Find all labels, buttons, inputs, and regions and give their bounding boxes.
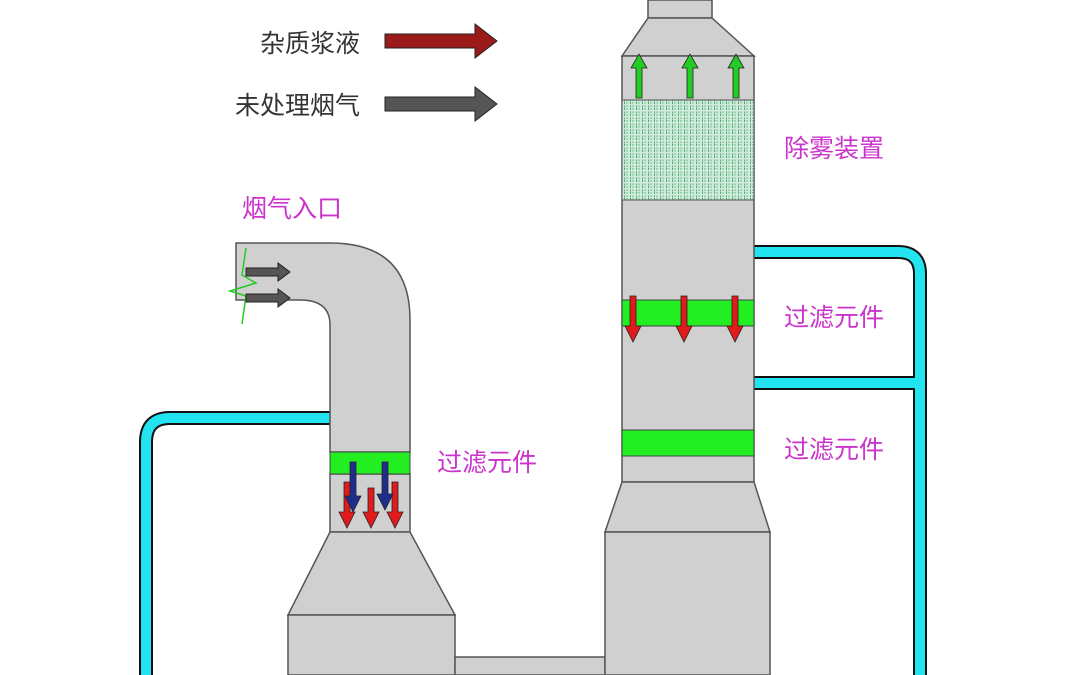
up-arrow-icon bbox=[681, 53, 699, 99]
connecting-duct bbox=[454, 656, 606, 675]
filter-upper-label: 过滤元件 bbox=[784, 303, 884, 332]
left-tower-base bbox=[287, 614, 456, 675]
legend-raw-gas-label: 未处理烟气 bbox=[235, 91, 360, 120]
slurry-arrow-icon bbox=[384, 22, 498, 60]
up-arrow-icon bbox=[727, 53, 745, 99]
inlet-break-line bbox=[227, 247, 258, 325]
slurry-down-arrow-icon bbox=[376, 461, 394, 511]
legend-slurry-label: 杂质浆液 bbox=[260, 29, 360, 58]
down-arrow-icon bbox=[726, 295, 744, 343]
inlet-arrow-icon bbox=[245, 288, 291, 308]
demister-mesh bbox=[621, 99, 755, 201]
down-arrow-icon bbox=[624, 295, 642, 343]
inlet-gas-arrows bbox=[245, 262, 291, 308]
right-tower-base bbox=[604, 531, 771, 675]
down-arrow-icon bbox=[362, 487, 380, 529]
left-down-arrows bbox=[338, 461, 404, 529]
inlet-arrow-icon bbox=[245, 262, 291, 282]
right-tower-lower-cone bbox=[603, 481, 772, 533]
stack-top bbox=[647, 0, 713, 19]
raw-gas-arrow-icon bbox=[384, 85, 498, 123]
left-tower-cone bbox=[286, 531, 457, 616]
right-pipe-top bbox=[754, 247, 925, 675]
slurry-down-arrow-icon bbox=[344, 461, 362, 513]
down-arrow-icon bbox=[386, 481, 404, 529]
up-arrows bbox=[630, 53, 745, 99]
stack-cone bbox=[620, 17, 756, 57]
middle-filter-element bbox=[621, 429, 755, 457]
left-pipe bbox=[141, 413, 330, 675]
right-down-arrows bbox=[624, 295, 744, 343]
inlet-label: 烟气入口 bbox=[242, 194, 342, 223]
left-filter-element bbox=[329, 451, 411, 475]
circulation-pipes-fill bbox=[141, 247, 925, 675]
filter-middle-label: 过滤元件 bbox=[784, 435, 884, 464]
filter-left-label: 过滤元件 bbox=[437, 448, 537, 477]
demister-label: 除雾装置 bbox=[784, 134, 884, 163]
up-arrow-icon bbox=[630, 53, 648, 99]
down-arrow-icon bbox=[675, 295, 693, 343]
